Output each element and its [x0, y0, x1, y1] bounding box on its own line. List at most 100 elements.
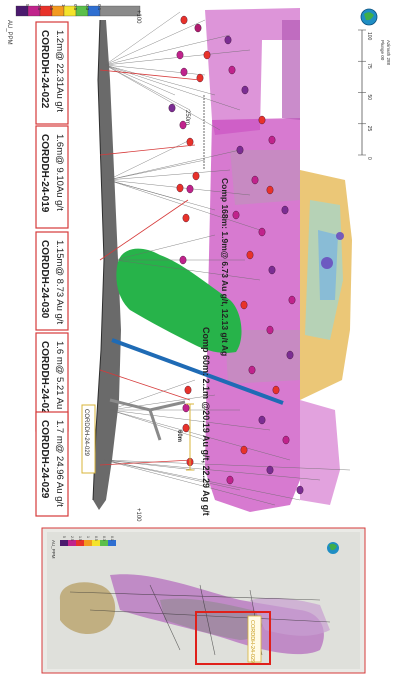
- assay-intercept: [272, 385, 280, 395]
- inset-legend-value: 0.1: [110, 536, 114, 541]
- assay-intercept: [236, 145, 244, 155]
- assay-intercept: [176, 183, 184, 193]
- inset-legend-swatch: [84, 540, 92, 546]
- green-lithology-zone: [116, 248, 242, 353]
- inset-legend-swatch: [100, 540, 108, 546]
- drill-trace: [104, 64, 176, 96]
- drill-trace: [104, 19, 206, 66]
- drill-trace: [103, 459, 301, 501]
- callout-cordddh-24-022: CORDDH-24-022 1.2m@ 22.31Au g/t: [35, 21, 69, 125]
- drill-trace: [107, 139, 191, 181]
- assay-intercept: [228, 65, 236, 75]
- assay-intercept: [180, 15, 188, 25]
- fault-line: [111, 338, 284, 405]
- assay-intercept: [240, 445, 248, 455]
- legend-value: 0.1: [97, 4, 102, 11]
- callout-result: 1.7 m@ 24.96 Au g/t: [54, 420, 65, 507]
- assay-intercept: [184, 385, 192, 395]
- callout-hole: CORDDH-24-027: [39, 341, 50, 420]
- legend-value: 0.5: [73, 4, 78, 11]
- hole-tag-label: CORDDH-24-029: [83, 409, 89, 457]
- drill-trace: [107, 179, 261, 231]
- assay-intercept: [266, 465, 274, 475]
- assay-intercept: [258, 415, 266, 425]
- assay-intercept: [258, 227, 266, 237]
- scale-tick-label: 50: [366, 95, 372, 101]
- azimuth-label: Azimuth 288: [386, 40, 391, 66]
- assay-intercept: [179, 120, 187, 130]
- assay-intercept: [226, 475, 234, 485]
- assay-intercept: [180, 67, 188, 77]
- callout-result: 1.15m@ 8.73 Au g/t: [54, 240, 65, 324]
- inset-legend-value: 5: [62, 536, 66, 538]
- callout-hole: CORDDH-24-029: [39, 420, 50, 499]
- scale-tick-label: 100: [366, 32, 372, 41]
- assay-intercept: [248, 365, 256, 375]
- drill-trace: [109, 394, 216, 411]
- distance-60m: 60m: [176, 430, 182, 442]
- topographic-surface-band: [93, 20, 121, 510]
- drill-trace: [104, 64, 221, 131]
- drill-trace: [107, 149, 241, 181]
- legend-value: 1: [61, 4, 66, 7]
- legend-value: 1.5: [49, 4, 54, 11]
- inset-legend-value: 0.3: [102, 536, 106, 541]
- drill-trace: [107, 179, 181, 201]
- assay-intercept: [224, 35, 232, 45]
- drill-trace: [103, 459, 196, 471]
- composite-60m-label: Comp 60m: 2.1m @20.19 Au g/t, 22.29 Ag g…: [201, 327, 211, 516]
- drill-trace: [104, 34, 231, 66]
- distance-250m: 250m: [184, 110, 190, 125]
- legend-swatch: [15, 5, 29, 17]
- hole-tag-cordddh-24-029: CORDDH-24-029: [81, 404, 96, 474]
- drill-trace: [103, 459, 241, 491]
- legend-swatch: [99, 5, 141, 17]
- drill-trace: [109, 409, 206, 441]
- composite-168m-label: Comp 168m: 1.9m@ 6.73 Au g/t, 12.13 g/t …: [220, 178, 230, 356]
- inset-legend-value: 1.5: [78, 536, 82, 541]
- assay-intercept: [196, 73, 204, 83]
- callout-result: 1.6m@ 9.10Au g/t: [54, 134, 65, 211]
- plunge-label: Plunge 00: [380, 40, 385, 61]
- drill-trace: [109, 379, 196, 411]
- callout-cordddh-24-019: CORDDH-24-019 1.6m@ 9.10Au g/t: [35, 125, 69, 229]
- drill-trace: [103, 459, 276, 506]
- assay-intercept: [240, 300, 248, 310]
- inset-legend-swatch: [68, 540, 76, 546]
- legend-swatches: [15, 5, 141, 17]
- callout-hole: CORDDH-24-022: [39, 30, 50, 109]
- drill-trace: [104, 11, 181, 66]
- inset-legend-value: 1: [86, 536, 90, 538]
- drill-trace: [109, 409, 291, 461]
- assay-intercept: [179, 255, 187, 265]
- assay-intercept: [258, 115, 266, 125]
- drill-trace: [104, 64, 206, 76]
- assay-intercept: [182, 423, 190, 433]
- assay-intercept: [251, 175, 259, 185]
- assay-intercept: [288, 295, 296, 305]
- grey-dyke: [109, 398, 186, 441]
- scale-tick-label: 75: [366, 63, 372, 69]
- drill-trace: [104, 64, 216, 96]
- drill-trace: [114, 234, 216, 261]
- elevation-left: +100: [135, 508, 141, 522]
- assay-intercept: [282, 435, 290, 445]
- legend-value: 5: [25, 4, 30, 7]
- legend-value: 0.3: [85, 4, 90, 11]
- mineralized-zone: [205, 8, 352, 512]
- inset-legend-swatch: [60, 540, 68, 546]
- callout-result: 1.2m@ 22.31Au g/t: [54, 30, 65, 112]
- assay-intercept: [194, 23, 202, 33]
- distance-markers: 60m 250m: [176, 95, 205, 471]
- assay-intercept: [186, 137, 194, 147]
- elevation-top: +100: [135, 10, 141, 24]
- inset-legend-value: 2.5: [70, 536, 74, 541]
- assay-intercept: [241, 85, 249, 95]
- drill-trace: [114, 259, 261, 281]
- inset-legend-swatch: [76, 540, 84, 546]
- callout-cordddh-24-029: CORDDH-24-029 1.7 m@ 24.96 Au g/t: [35, 411, 69, 517]
- assay-intercept: [246, 250, 254, 260]
